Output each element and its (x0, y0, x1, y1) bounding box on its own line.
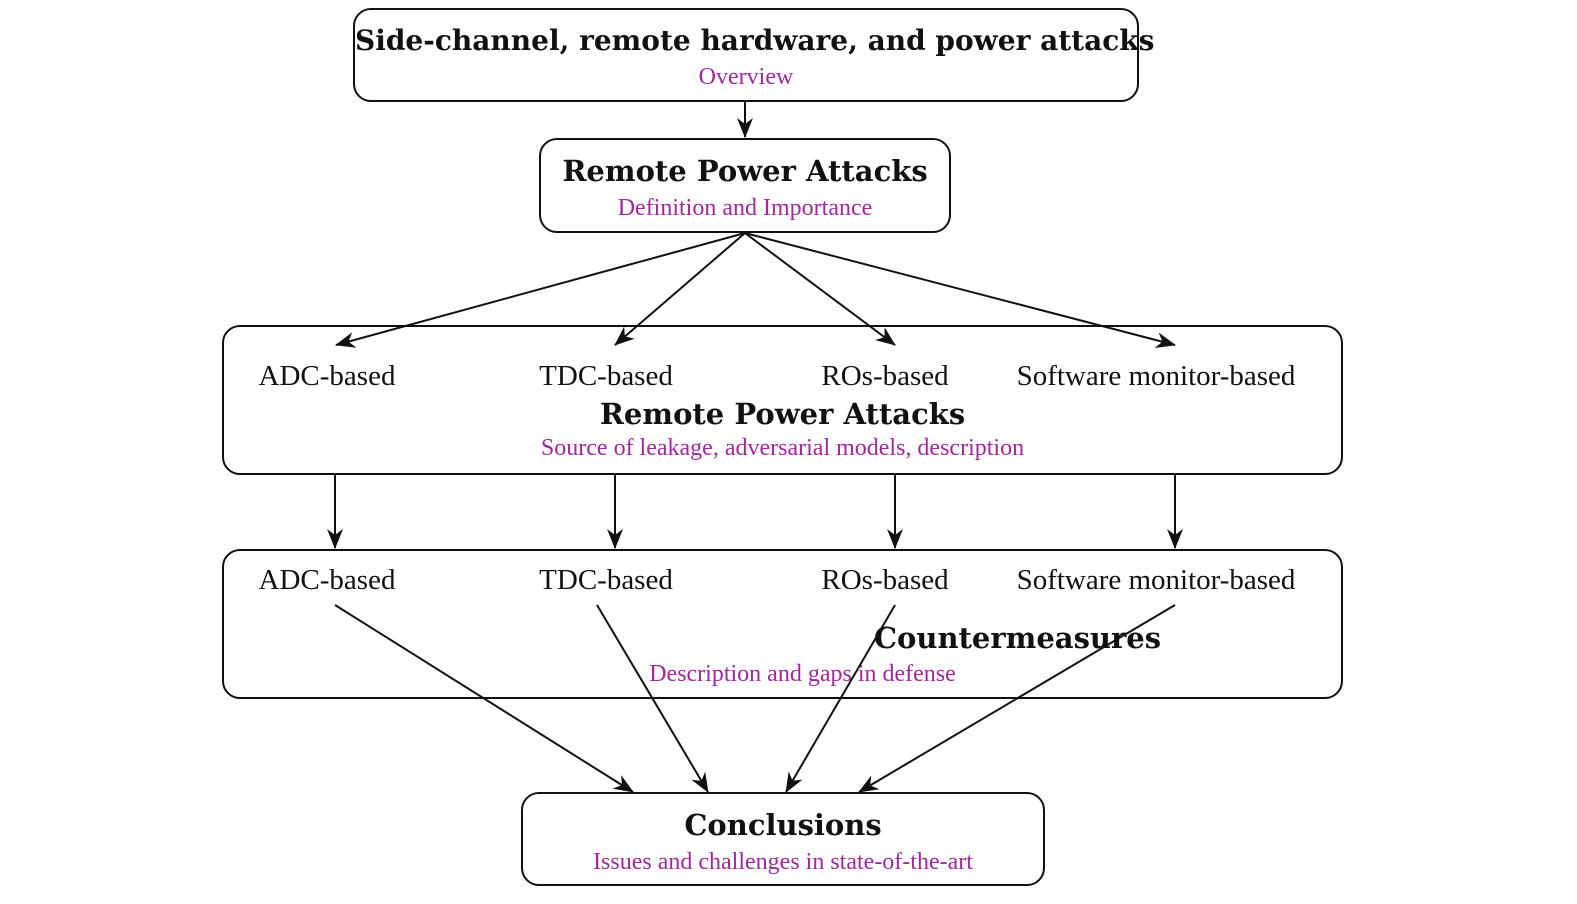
conclusions-title: Conclusions (684, 808, 882, 842)
countermeasure-item-adc: ADC-based (258, 564, 396, 596)
countermeasure-item-ros: ROs-based (821, 564, 949, 596)
countermeasures-title: Countermeasures (873, 621, 1162, 655)
attacks-box: Remote Power Attacks Source of leakage, … (222, 325, 1343, 475)
attacks-subtitle: Source of leakage, adversarial models, d… (540, 435, 1025, 461)
countermeasure-item-software: Software monitor-based (1016, 564, 1296, 596)
countermeasure-item-tdc: TDC-based (539, 564, 673, 596)
overview-title: Side-channel, remote hardware, and power… (355, 24, 1155, 57)
definition-subtitle: Definition and Importance (617, 195, 873, 221)
definition-box: Remote Power Attacks Definition and Impo… (539, 138, 951, 233)
attacks-title: Remote Power Attacks (599, 397, 966, 431)
overview-box: Side-channel, remote hardware, and power… (353, 8, 1155, 102)
countermeasures-subtitle: Description and gaps in defense (649, 661, 956, 687)
conclusions-subtitle: Issues and challenges in state-of-the-ar… (593, 849, 973, 875)
overview-subtitle: Overview (698, 64, 794, 90)
conclusions-box: Conclusions Issues and challenges in sta… (521, 792, 1045, 886)
definition-title: Remote Power Attacks (562, 154, 928, 188)
attack-item-software: Software monitor-based (1016, 360, 1296, 392)
attack-item-tdc: TDC-based (539, 360, 673, 392)
attack-item-ros: ROs-based (821, 360, 949, 392)
attack-item-adc: ADC-based (258, 360, 396, 392)
